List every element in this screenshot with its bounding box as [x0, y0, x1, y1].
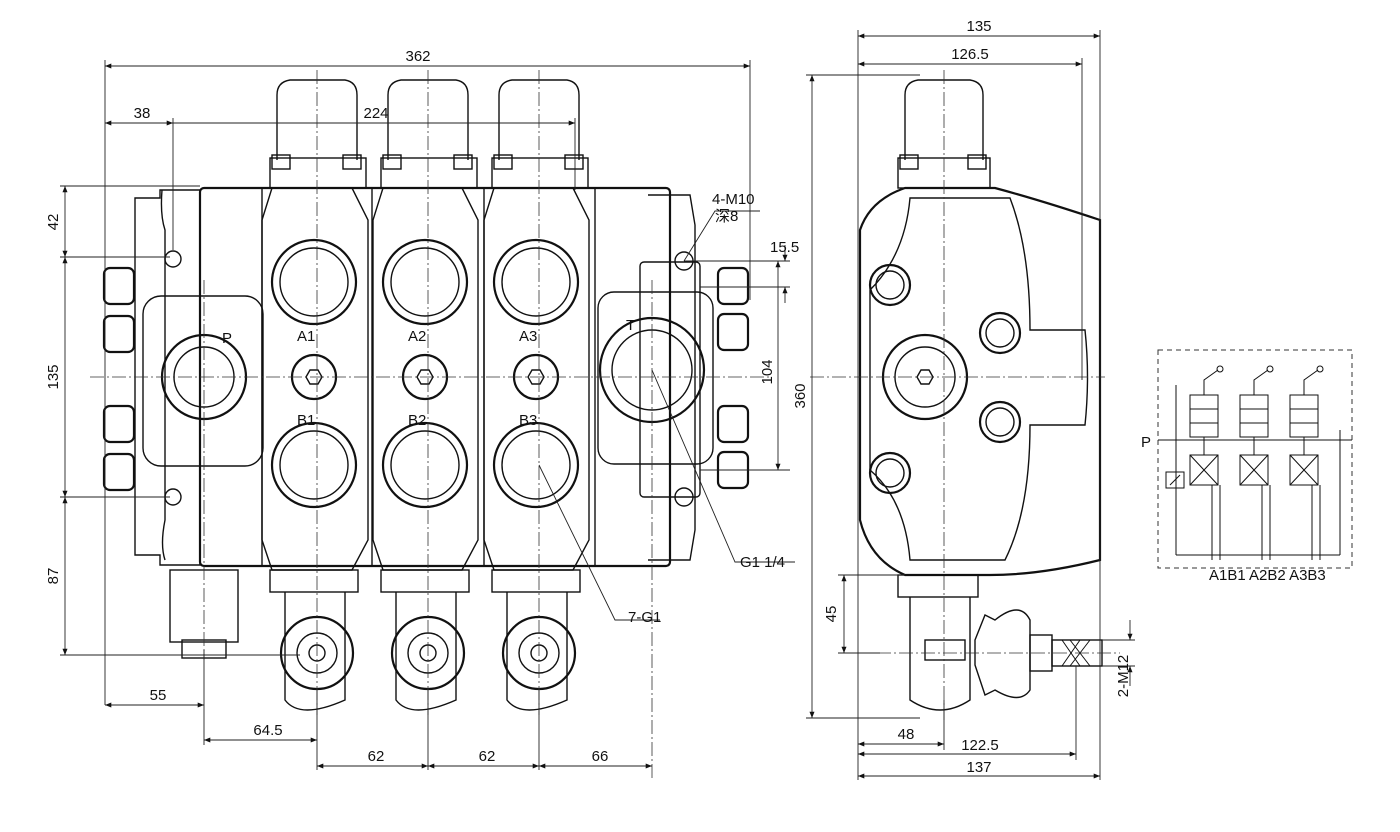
callout-mount-depth: 深8	[715, 208, 738, 225]
label-t: T	[626, 317, 635, 334]
hydraulic-schematic: P A1B1 A2B2 A3B3	[1141, 349, 1353, 584]
dim-left-bottom: 55	[150, 687, 167, 704]
dim-pitch-1: 62	[368, 748, 385, 765]
side-dim-height: 360	[792, 383, 809, 408]
dim-top-height: 42	[45, 214, 62, 231]
side-dim-bottom-height: 45	[823, 606, 840, 623]
dim-last-section: 66	[592, 748, 609, 765]
label-a1: A1	[297, 328, 315, 345]
label-a2: A2	[408, 328, 426, 345]
front-view: 362 38 224 42 135 87 55 64.5 62 62 66 15…	[45, 48, 799, 780]
schematic-valve-2	[1239, 365, 1274, 560]
callout-work-threads: 7-G1	[628, 609, 661, 626]
section-3	[483, 187, 590, 571]
schematic-port-labels: A1B1 A2B2 A3B3	[1209, 567, 1326, 584]
side-dim-bottom-offset: 48	[898, 726, 915, 743]
dim-tank-height: 104	[759, 359, 776, 384]
spool-caps	[269, 79, 589, 189]
side-dim-bolt-thread: 2-M12	[1115, 655, 1132, 698]
section-1	[261, 187, 369, 571]
dim-body-height: 135	[45, 364, 62, 389]
label-b1: B1	[297, 412, 315, 429]
side-view: 135 126.5 360 45 48 122.5 137 2-M12	[792, 18, 1135, 780]
front-dimensions	[60, 60, 790, 770]
side-bolts-view	[868, 263, 1022, 495]
section-2	[372, 187, 479, 571]
side-dim-overall-width: 135	[966, 18, 991, 35]
dim-first-spool: 64.5	[253, 722, 282, 739]
schematic-valve-1	[1189, 365, 1224, 560]
side-dimensions	[806, 30, 1135, 780]
schematic-valve-3	[1289, 365, 1324, 560]
dim-overall-width: 362	[405, 48, 430, 65]
label-b3: B3	[519, 412, 537, 429]
label-a3: A3	[519, 328, 537, 345]
side-dim-overall-depth: 137	[966, 759, 991, 776]
dim-tank-offset: 15.5	[770, 239, 799, 256]
dim-left-offset: 38	[134, 105, 151, 122]
callout-tank-thread: G1 1/4	[740, 554, 785, 571]
label-p: P	[222, 330, 232, 347]
side-dim-handle-offset: 122.5	[961, 737, 999, 754]
relief-valve-symbol	[1165, 471, 1185, 489]
schematic-p-label: P	[1141, 434, 1151, 451]
dim-mounting-span: 224	[363, 105, 388, 122]
callout-mount-holes: 4-M10	[712, 191, 755, 208]
label-b2: B2	[408, 412, 426, 429]
dim-pitch-2: 62	[479, 748, 496, 765]
side-dim-inner-width: 126.5	[951, 46, 989, 63]
dim-bottom-height: 87	[45, 568, 62, 585]
spool-bottoms	[169, 569, 581, 711]
